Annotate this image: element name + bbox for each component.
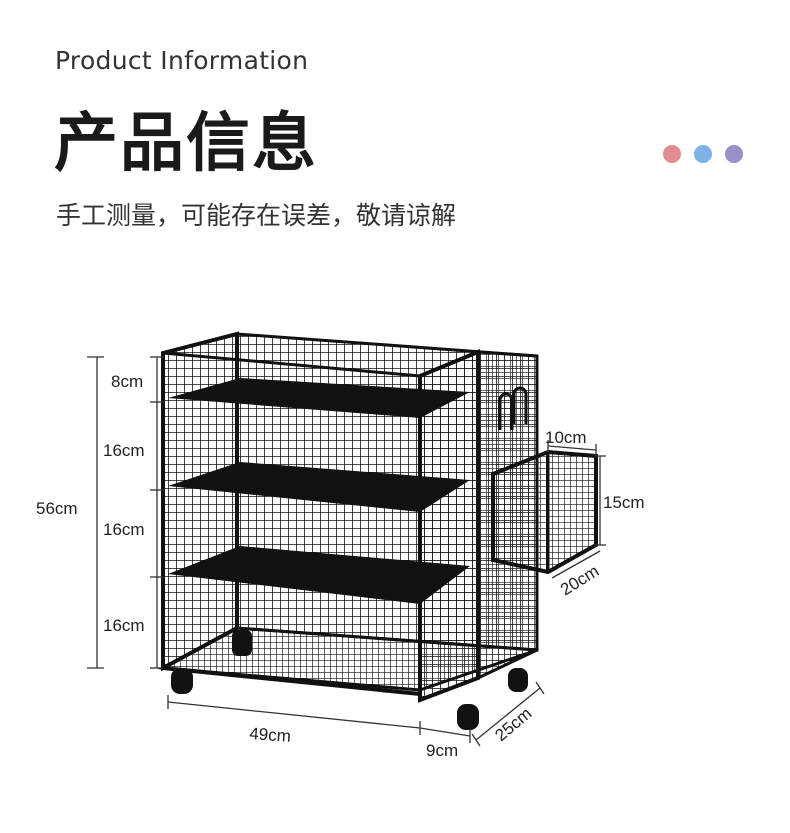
decorative-dots: [663, 145, 743, 163]
chinese-title: 产品信息: [54, 107, 318, 181]
shelf-2-height-label: 16cm: [103, 441, 145, 460]
basket-depth-label: 10cm: [545, 428, 587, 447]
purple-dot: [725, 145, 743, 163]
basket-height-label: 15cm: [603, 493, 645, 512]
shelf-4-height-label: 16cm: [103, 616, 145, 635]
dimension-lines: [87, 356, 606, 747]
shelf-1-height-label: 8cm: [111, 372, 143, 391]
basket-width-label: 20cm: [557, 561, 602, 599]
width-label: 49cm: [249, 724, 292, 746]
side-width-label: 9cm: [426, 741, 458, 760]
storage-rack-illustration: [157, 331, 598, 730]
pink-dot: [663, 145, 681, 163]
total-height-label: 56cm: [36, 499, 78, 518]
measurement-note: 手工测量，可能存在误差，敬请谅解: [56, 201, 457, 230]
blue-dot: [694, 145, 712, 163]
shelf-3-height-label: 16cm: [103, 520, 145, 539]
english-title: Product Information: [55, 46, 309, 75]
